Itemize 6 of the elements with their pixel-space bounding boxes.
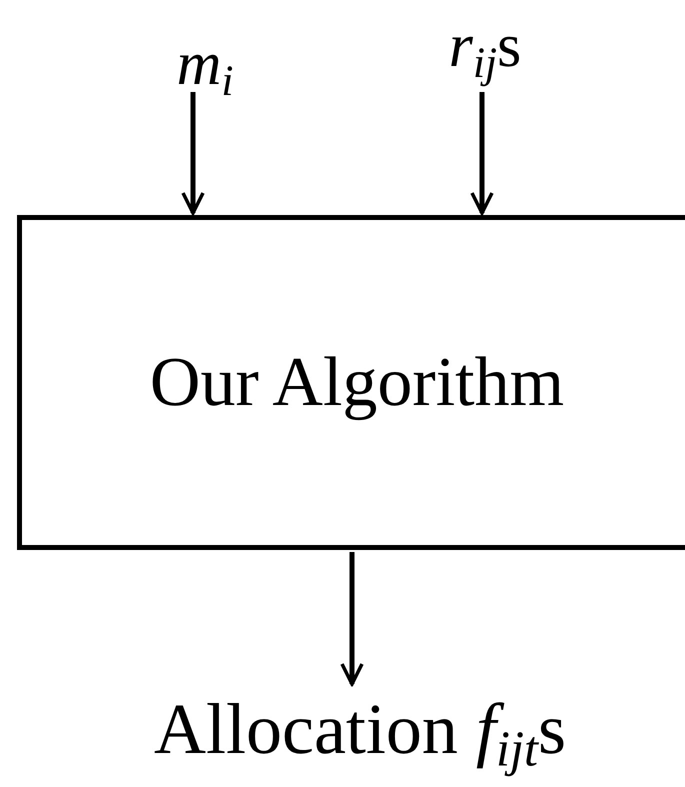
math-label: r$_{ij}$s [448, 14, 522, 86]
arrow [181, 92, 205, 215]
arrow [340, 552, 364, 686]
process-box [17, 215, 685, 550]
arrow [470, 92, 494, 215]
math-label: m$_{i}$ [176, 32, 234, 104]
